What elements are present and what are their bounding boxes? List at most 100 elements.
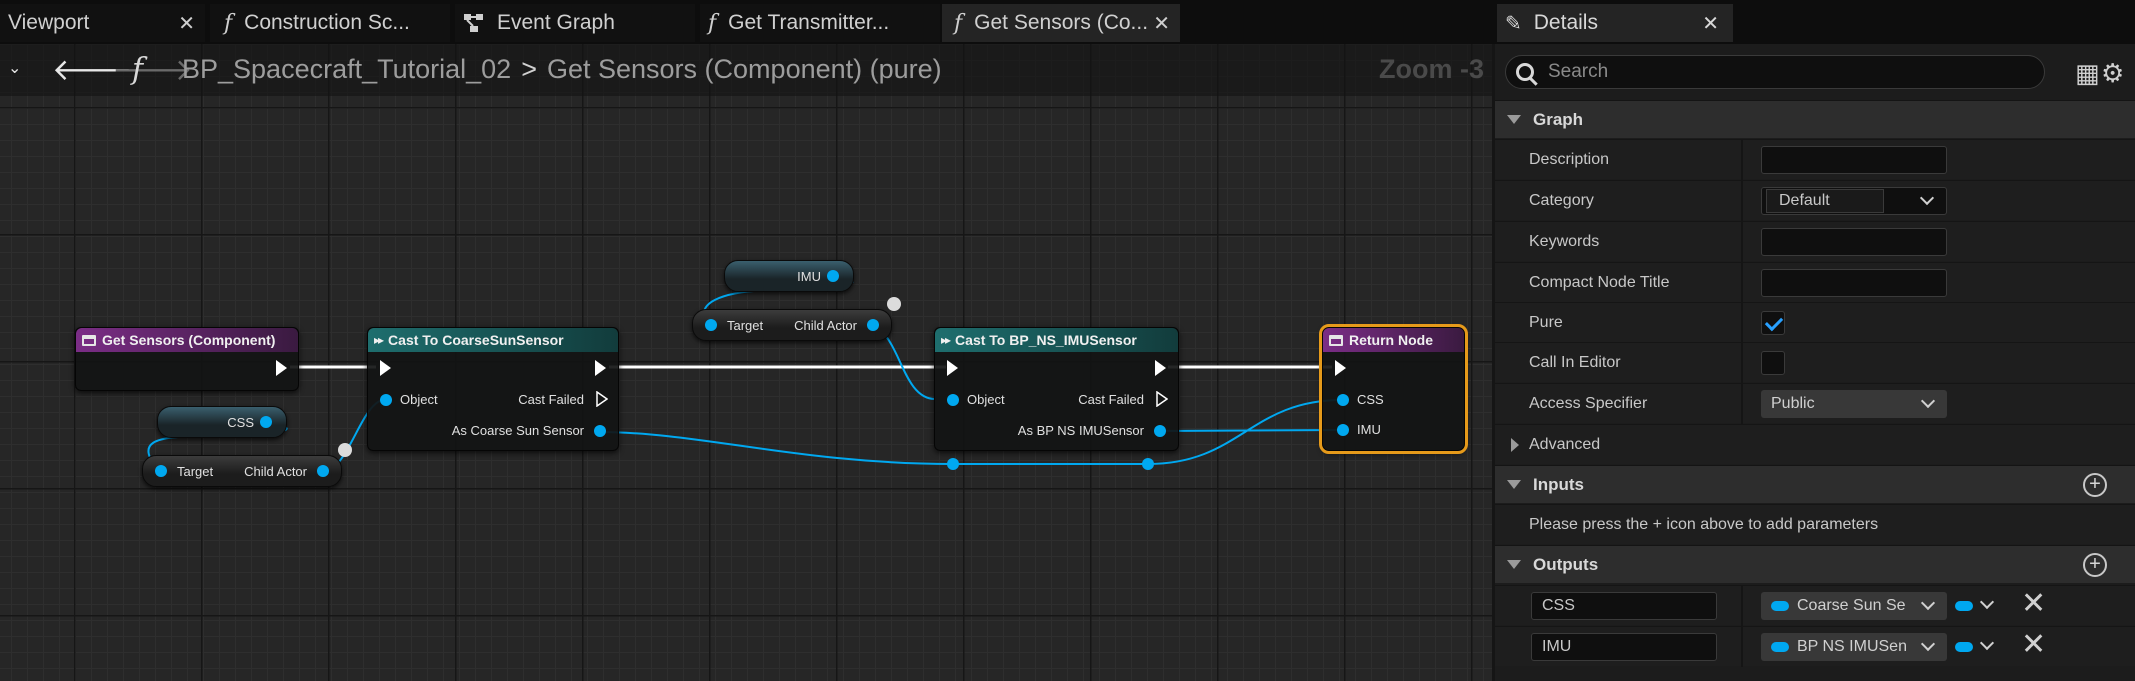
section-graph[interactable]: Graph: [1495, 100, 2135, 138]
object-pin-icon: [1771, 601, 1789, 611]
expand-arrow-icon[interactable]: [1511, 438, 1519, 452]
exec-out-pin-empty[interactable]: [1156, 391, 1168, 407]
get-child-actor-node-imu[interactable]: Target Child Actor: [692, 309, 892, 341]
chevron-down-icon[interactable]: ⌄: [8, 60, 22, 77]
tab-viewport[interactable]: Viewport ✕: [0, 4, 205, 42]
node-title: Return Node: [1349, 332, 1433, 348]
forward-arrow-icon[interactable]: 🡒: [112, 54, 193, 87]
target-pin[interactable]: [155, 465, 167, 477]
child-actor-pin[interactable]: [317, 465, 329, 477]
close-icon[interactable]: ✕: [1702, 13, 1719, 35]
row-access-specifier: Access Specifier Public: [1495, 383, 2135, 424]
tab-construction-script[interactable]: f Construction Sc...: [210, 4, 450, 42]
exec-out-pin-empty[interactable]: [596, 391, 608, 407]
tab-label: Get Transmitter...: [728, 11, 890, 34]
details-panel: ✎ Details ✕ ▦ ⚙ Graph Description Catego…: [1495, 0, 2135, 681]
cast-imu-sensor-node[interactable]: ▸▸ Cast To BP_NS_IMUSensor Object Cast F…: [934, 327, 1179, 451]
tab-event-graph[interactable]: Event Graph: [455, 4, 695, 42]
search-input[interactable]: [1548, 61, 2028, 83]
exec-out-pin[interactable]: [276, 360, 287, 376]
event-graph-icon: [464, 14, 483, 32]
call-in-editor-checkbox[interactable]: [1761, 351, 1785, 375]
function-entry-icon: [82, 334, 96, 346]
pure-checkbox[interactable]: [1761, 311, 1785, 335]
close-icon[interactable]: ✕: [178, 13, 195, 35]
category-value[interactable]: Default: [1766, 189, 1884, 213]
chevron-down-icon: [1920, 393, 1936, 409]
get-child-actor-node-css[interactable]: Target Child Actor: [142, 455, 342, 487]
details-tab-bar: ✎ Details ✕: [1495, 0, 2135, 44]
collapse-arrow-icon: [1507, 480, 1521, 489]
chevron-down-icon[interactable]: [1979, 594, 1995, 610]
reroute-knot[interactable]: [1142, 458, 1154, 470]
as-pin[interactable]: [594, 425, 606, 437]
property-label: Call In Editor: [1529, 354, 1621, 371]
row-pure: Pure: [1495, 302, 2135, 343]
description-field[interactable]: [1761, 146, 1947, 174]
back-arrow-icon[interactable]: 🡐: [52, 54, 133, 87]
exec-out-pin[interactable]: [595, 360, 606, 376]
return-node[interactable]: Return Node CSS IMU: [1319, 324, 1468, 454]
section-inputs[interactable]: Inputs +: [1495, 465, 2135, 503]
category-combo[interactable]: Default: [1761, 187, 1947, 215]
chevron-down-icon[interactable]: [1979, 635, 1995, 651]
target-pin[interactable]: [705, 319, 717, 331]
row-advanced[interactable]: Advanced: [1495, 424, 2135, 464]
function-icon: f: [224, 10, 233, 36]
knot-icon[interactable]: [338, 443, 352, 457]
chevron-down-icon[interactable]: [1919, 190, 1935, 206]
child-actor-pin[interactable]: [867, 319, 879, 331]
reroute-knot[interactable]: [947, 458, 959, 470]
access-specifier-dropdown[interactable]: Public: [1761, 390, 1947, 418]
add-output-icon[interactable]: +: [2083, 552, 2107, 577]
graph-canvas[interactable]: Get Sensors (Component) CSS Target Child…: [0, 44, 1492, 681]
output-row: CSS Coarse Sun Se ✕: [1495, 585, 2135, 626]
gear-icon[interactable]: ⚙: [2101, 58, 2125, 88]
breadcrumb-blueprint[interactable]: BP_Spacecraft_Tutorial_02: [182, 54, 512, 84]
variable-out-pin[interactable]: [827, 270, 839, 282]
section-outputs[interactable]: Outputs +: [1495, 545, 2135, 583]
cast-coarse-sun-sensor-node[interactable]: ▸▸ Cast To CoarseSunSensor Object Cast F…: [367, 327, 619, 451]
property-label: Advanced: [1529, 436, 1601, 453]
search-box[interactable]: [1505, 55, 2045, 89]
table-view-icon[interactable]: ▦: [2075, 58, 2100, 88]
tab-get-sensors[interactable]: f Get Sensors (Co... ✕: [942, 4, 1180, 42]
container-type-icon[interactable]: [1955, 642, 1973, 652]
container-type-icon[interactable]: [1955, 601, 1973, 611]
variable-out-pin[interactable]: [260, 416, 272, 428]
pin-label: Object: [967, 392, 1005, 407]
variable-getter-css[interactable]: CSS: [157, 406, 287, 438]
tab-get-transmitter[interactable]: f Get Transmitter...: [700, 4, 940, 42]
output-type-dropdown[interactable]: BP NS IMUSen: [1761, 633, 1947, 661]
output-name-field[interactable]: IMU: [1531, 633, 1717, 661]
exec-in-pin[interactable]: [947, 360, 958, 376]
pin-label: Cast Failed: [518, 392, 584, 407]
node-header: Get Sensors (Component): [76, 328, 298, 352]
as-pin[interactable]: [1154, 425, 1166, 437]
property-label: Compact Node Title: [1529, 274, 1670, 291]
output-type: Coarse Sun Se: [1797, 597, 1906, 614]
property-label: Keywords: [1529, 233, 1600, 250]
output-name-field[interactable]: CSS: [1531, 592, 1717, 620]
section-title: Graph: [1533, 109, 1584, 129]
compact-node-title-field[interactable]: [1761, 269, 1947, 297]
object-pin[interactable]: [947, 394, 959, 406]
object-pin[interactable]: [380, 394, 392, 406]
exec-out-pin[interactable]: [1155, 360, 1166, 376]
entry-node[interactable]: Get Sensors (Component): [75, 327, 299, 391]
remove-output-icon[interactable]: ✕: [2021, 628, 2047, 661]
exec-in-pin[interactable]: [1335, 360, 1346, 376]
tab-details[interactable]: ✎ Details ✕: [1497, 4, 1733, 42]
keywords-field[interactable]: [1761, 228, 1947, 256]
knot-icon[interactable]: [887, 297, 901, 311]
exec-in-pin[interactable]: [380, 360, 391, 376]
close-icon[interactable]: ✕: [1153, 13, 1170, 35]
output-type: BP NS IMUSen: [1797, 638, 1907, 655]
remove-output-icon[interactable]: ✕: [2021, 587, 2047, 620]
css-pin[interactable]: [1337, 394, 1349, 406]
add-input-icon[interactable]: +: [2083, 472, 2107, 497]
variable-getter-imu[interactable]: IMU: [724, 260, 854, 292]
output-type-dropdown[interactable]: Coarse Sun Se: [1761, 592, 1947, 620]
imu-pin[interactable]: [1337, 424, 1349, 436]
